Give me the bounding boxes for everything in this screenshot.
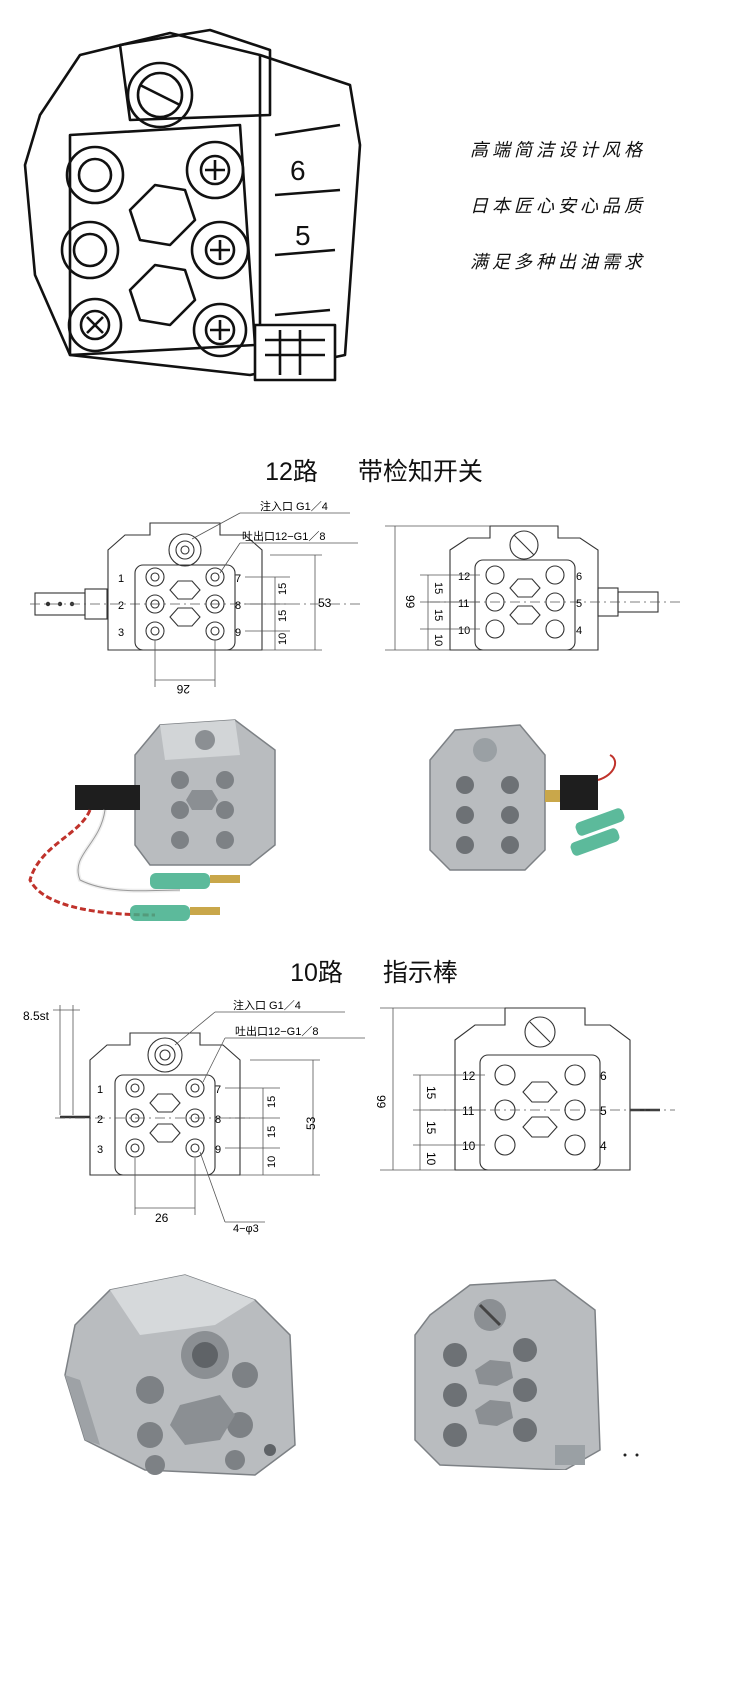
- outlet-label: 吐出口12−G1／8: [242, 529, 325, 543]
- hole-label: 4−φ3: [233, 1223, 259, 1235]
- tagline-2: 日本匠心安心品质: [470, 196, 646, 217]
- port-label: 10: [458, 625, 470, 637]
- svg-text:5: 5: [295, 220, 311, 251]
- port-label: 12: [458, 571, 470, 583]
- stroke-label: 8.5st: [23, 1009, 50, 1023]
- dim-label: 15: [424, 1086, 438, 1100]
- port-label: 4: [576, 625, 582, 637]
- port-label: 5: [576, 598, 582, 610]
- section-title-left: 10路: [290, 959, 343, 987]
- section-title-right: 带检知开关: [357, 458, 483, 486]
- port-label: 7: [215, 1084, 221, 1096]
- dim-label: 15: [266, 1126, 278, 1138]
- photo-12way-front-with-wires: [28, 719, 276, 921]
- port-label: 4: [600, 1139, 607, 1153]
- port-label: 9: [215, 1144, 221, 1156]
- dim-label: 10: [266, 1156, 278, 1168]
- dim-label: 10: [277, 633, 289, 645]
- dim-label: 10: [432, 634, 444, 646]
- inlet-label: 注入口 G1／4: [233, 998, 301, 1012]
- port-label: 11: [458, 598, 469, 610]
- port-label: 2: [97, 1114, 103, 1126]
- photo-12way-side-with-wires: [429, 724, 625, 871]
- drawing-12way-side: 12 11 10 6 5 4 99 15 15 10: [385, 525, 680, 651]
- drawing-12way-front: 1 2 3 7 8 9 注入口 G1／4 吐出口12−G1／8 15 15 10…: [30, 499, 360, 696]
- port-label: 6: [576, 571, 582, 583]
- port-label: 8: [215, 1114, 221, 1126]
- photo-10way-front: [64, 1274, 296, 1476]
- dim-label: 15: [277, 610, 289, 622]
- dim-bottom-label: 26: [176, 682, 190, 696]
- dim-total-label: 53: [318, 596, 332, 610]
- port-label: 3: [97, 1144, 103, 1156]
- dim-total-label: 53: [304, 1116, 318, 1130]
- dim-label: 15: [424, 1121, 438, 1135]
- dim-bottom-label: 26: [155, 1211, 169, 1225]
- section-title-10way: 10路 指示棒: [0, 953, 748, 989]
- port-label: 6: [600, 1069, 607, 1083]
- dim-label: 10: [424, 1152, 438, 1166]
- port-label: 2: [118, 600, 124, 612]
- tagline-1: 高端简洁设计风格: [470, 140, 646, 161]
- svg-text:6: 6: [290, 155, 306, 186]
- dim-height-label: 99: [375, 1095, 388, 1109]
- port-label: 8: [235, 600, 241, 612]
- drawing-10way-side: 12 11 10 6 5 4 99 15 15 10: [375, 1007, 675, 1171]
- port-label: 1: [97, 1084, 103, 1096]
- port-label: 10: [462, 1139, 476, 1153]
- tagline-3: 满足多种出油需求: [470, 252, 646, 273]
- inlet-label: 注入口 G1／4: [260, 499, 328, 513]
- dim-label: 15: [266, 1096, 278, 1108]
- section-title-left: 12路: [265, 458, 318, 486]
- section-title-right: 指示棒: [382, 959, 458, 987]
- dim-height-label: 99: [403, 595, 417, 609]
- dim-label: 15: [432, 609, 444, 621]
- outlet-label: 吐出口12−G1／8: [235, 1024, 318, 1038]
- photo-10way-side: [414, 1279, 639, 1470]
- dim-label: 15: [277, 583, 289, 595]
- port-label: 9: [235, 627, 241, 639]
- port-label: 1: [118, 573, 124, 585]
- port-label: 12: [462, 1069, 476, 1083]
- port-label: 7: [235, 573, 241, 585]
- dim-label: 15: [432, 582, 444, 594]
- port-label: 3: [118, 627, 124, 639]
- section-title-12way: 12路 带检知开关: [0, 452, 748, 488]
- block-sketch-illustration: 6 5: [23, 28, 362, 382]
- drawing-10way-front: 8.5st 1 2 3 7 8 9 注入口 G1／4 吐出口12−G1／8 15…: [23, 998, 365, 1235]
- port-label: 5: [600, 1104, 607, 1118]
- port-label: 11: [462, 1104, 475, 1118]
